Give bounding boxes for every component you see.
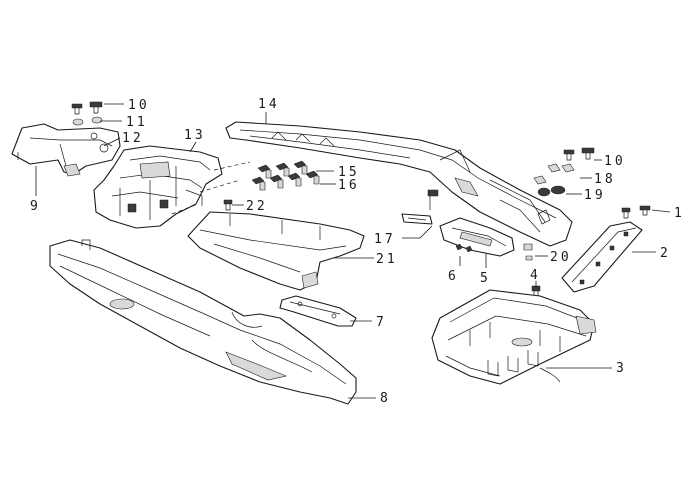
callout-6: 6 bbox=[448, 269, 459, 284]
part-2-right-bracket bbox=[561, 221, 643, 293]
screw-22 bbox=[223, 199, 233, 211]
callout-18: 18 bbox=[594, 172, 616, 187]
callout-19: 19 bbox=[584, 188, 606, 203]
callout-1: 1 bbox=[674, 206, 685, 221]
part-13-central-housing bbox=[93, 145, 223, 229]
callout-15: 15 bbox=[338, 165, 360, 180]
callout-11: 11 bbox=[126, 115, 148, 130]
callout-8: 8 bbox=[380, 391, 391, 406]
part-9-left-cover bbox=[11, 123, 121, 177]
part-14-top-rail bbox=[225, 121, 573, 247]
callout-5: 5 bbox=[480, 271, 491, 286]
fasteners-10-18-19-right bbox=[533, 147, 595, 197]
part-7-bracket-bar bbox=[279, 295, 357, 327]
part-5-handle-assembly bbox=[401, 189, 533, 261]
callout-10-right: 10 bbox=[604, 154, 626, 169]
callout-2: 2 bbox=[660, 246, 671, 261]
callout-9: 9 bbox=[30, 199, 41, 214]
callout-14: 14 bbox=[258, 97, 280, 112]
part-21-inner-panel bbox=[187, 211, 365, 291]
clips-15-16 bbox=[251, 160, 320, 191]
callout-17: 17 bbox=[374, 232, 396, 247]
callout-3: 3 bbox=[616, 361, 627, 376]
callout-13: 13 bbox=[184, 128, 206, 143]
callout-10-left: 10 bbox=[128, 98, 150, 113]
callout-4: 4 bbox=[530, 268, 541, 283]
callout-12: 12 bbox=[122, 131, 144, 146]
callout-21: 21 bbox=[376, 252, 398, 267]
part-8-lower-trim bbox=[49, 239, 357, 405]
callout-labels: 10 11 12 13 14 9 15 16 22 21 17 10 18 19… bbox=[30, 97, 685, 406]
callout-20: 20 bbox=[550, 250, 572, 265]
callout-16: 16 bbox=[338, 178, 360, 193]
screws-1 bbox=[621, 205, 651, 219]
callout-22: 22 bbox=[246, 199, 268, 214]
assembly-guide-lines bbox=[171, 161, 251, 215]
part-3-lower-tray bbox=[431, 289, 597, 385]
fasteners-10-11-left bbox=[71, 101, 103, 126]
callout-7: 7 bbox=[376, 315, 387, 330]
leader-lines bbox=[35, 103, 671, 399]
